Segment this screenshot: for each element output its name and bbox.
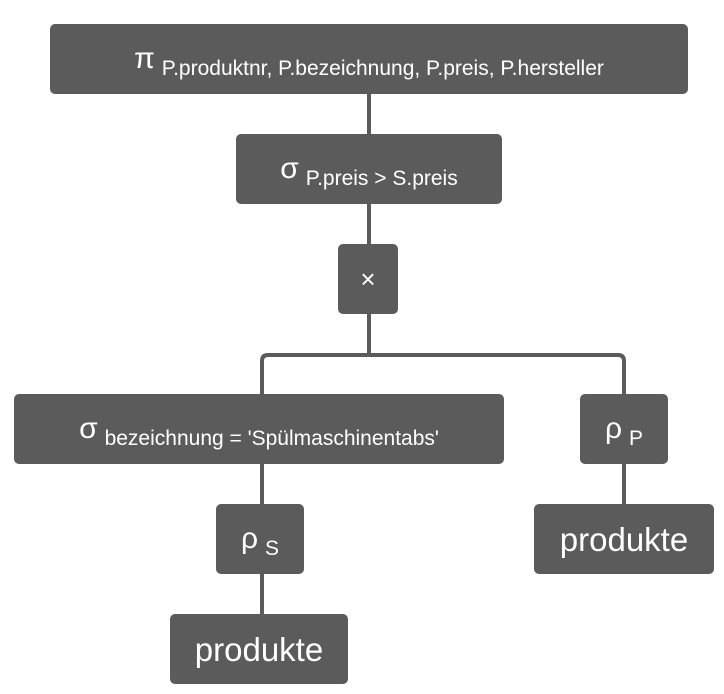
edge-cross-children [260, 314, 626, 394]
projection-node: π P.produktnr, P.bezeichnung, P.preis, P… [50, 24, 688, 94]
selection-node: σ P.preis > S.preis [236, 134, 502, 204]
rename-right-symbol: ρ [604, 412, 623, 445]
cross-product-symbol: × [360, 264, 376, 294]
projection-symbol: π [134, 42, 155, 75]
rename-left-node: ρ S [216, 504, 304, 574]
projection-attributes: P.produktnr, P.bezeichnung, P.preis, P.h… [161, 56, 604, 80]
selection-symbol: σ [280, 152, 299, 185]
relation-left-node: produkte [170, 614, 348, 684]
rename-left-symbol: ρ [240, 522, 259, 555]
rename-right-alias: P [629, 426, 644, 450]
selection-left-condition: bezeichnung = 'Spülmaschinentabs' [104, 426, 439, 450]
selection-condition: P.preis > S.preis [305, 166, 458, 190]
cross-product-node: × [338, 244, 398, 314]
rename-right-node: ρ P [580, 394, 668, 464]
selection-left-node: σ bezeichnung = 'Spülmaschinentabs' [14, 394, 504, 464]
selection-left-symbol: σ [79, 412, 98, 445]
relation-right-name: produkte [559, 520, 689, 558]
rename-left-alias: S [265, 536, 280, 560]
relation-left-name: produkte [194, 630, 324, 668]
relation-right-node: produkte [534, 504, 714, 574]
